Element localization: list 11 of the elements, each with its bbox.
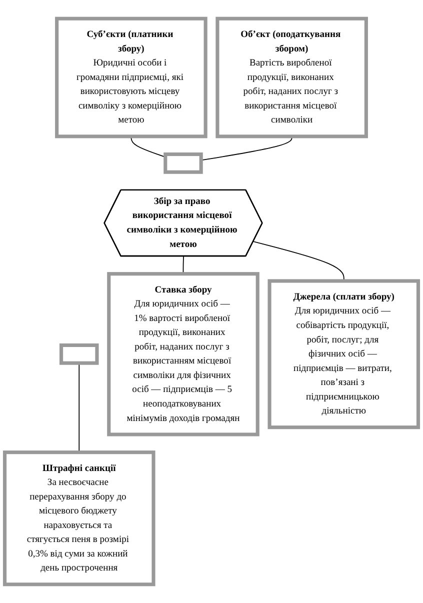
node-box (60, 343, 99, 365)
node-box: Ставка збору Для юридичних осіб — 1% вартості виробленої продукції, виконаних робіт, наданих послуг з використанням місцевої символіки для фізичних осіб — підприємців — 5 неоподатковуваних мінімумів доходів громадян (107, 272, 260, 436)
node-box: Суб’єкти (платники збору) Юридичні особи і громадяни підприємці, які використовують місцеву символіку з комерційною метою (55, 16, 208, 138)
connector (252, 241, 344, 282)
node-box: Штрафні санкції За несвоєчасне перерахування збору до місцевого бюджету нараховується та стягується пеня в розмірі 0,3% від суми за кожний день прострочення (2, 450, 156, 586)
node-box: Джерела (сплати збору) Для юридичних осіб — собівартість продукції, робіт, послуг; для фізичних осіб — підприємців — витрати, пов’язані з підприємницькою діяльністю (268, 279, 420, 430)
node-box (164, 152, 203, 174)
node-box: Об’єкт (оподаткування збором) Вартість виробленої продукції, виконаних робіт, наданих послуг з використання місцевої символіки (216, 16, 368, 138)
connector (200, 136, 292, 161)
connector (182, 256, 184, 274)
connector (78, 362, 80, 453)
